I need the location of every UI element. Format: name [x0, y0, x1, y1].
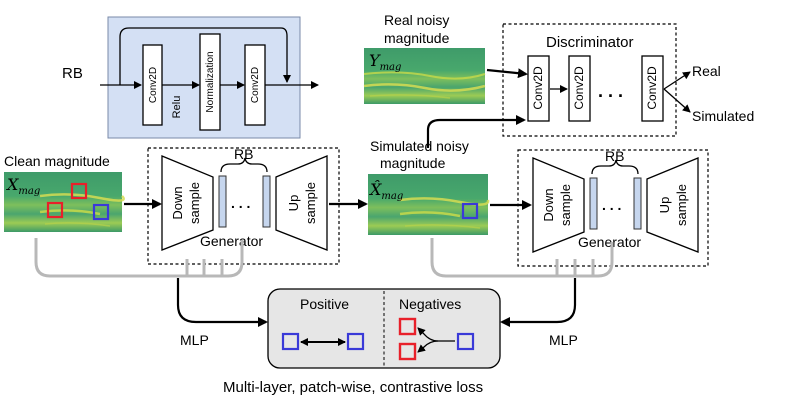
rb-conv2d-1-label: Conv2D	[148, 67, 159, 103]
disc-real-arrow	[663, 71, 691, 90]
generator-right-upsample	[646, 157, 699, 253]
discriminator-group: Discriminator Conv2D Conv2D . . . Conv2D…	[502, 23, 754, 137]
residual-block: RB Conv2D Relu Normalization Conv2D	[62, 16, 319, 139]
generator-right-downsample	[532, 157, 585, 253]
gen-left-up-line2: sample	[303, 182, 318, 224]
discriminator-frame	[502, 23, 677, 137]
negative-arrow-2	[417, 340, 439, 353]
generator-left-frame	[147, 147, 340, 265]
mlp-right-arrow	[500, 278, 577, 327]
rb-conv2d-2	[244, 44, 266, 126]
disc-simulated-arrow	[663, 88, 691, 113]
mlp-left-arrow	[176, 278, 268, 327]
generator-left-upsample	[275, 155, 328, 251]
disc-conv2d-2-label: Conv2D	[572, 66, 586, 110]
disc-conv2d-1	[527, 55, 550, 122]
positive-query-patch	[281, 332, 300, 351]
real-title-line2: magnitude	[384, 30, 450, 46]
discriminator-title: Discriminator	[546, 34, 634, 51]
sim-symbol: X̂mag	[368, 180, 403, 202]
clean-title: Clean magnitude	[4, 153, 110, 169]
loss-positive-label: Positive	[300, 296, 349, 312]
mlp-right-label: MLP	[549, 332, 578, 348]
clean-spectrogram	[4, 172, 125, 232]
gen-right-down-line2: sample	[558, 184, 573, 226]
generator-right-frame	[517, 149, 709, 267]
gen-right-title: Generator	[578, 234, 641, 250]
gen-left-up-line1: Up	[286, 195, 301, 212]
simulated-group: Simulated noisy magnitude X̂mag	[368, 115, 532, 235]
gen-right-rb-bar-1	[589, 177, 598, 230]
disc-output-real: Real	[692, 63, 721, 79]
real-title-line1: Real noisy	[384, 12, 449, 28]
negative-patch-1	[398, 317, 417, 336]
gen-left-title: Generator	[200, 233, 263, 249]
negative-patch-2	[398, 342, 417, 361]
positive-key-patch	[346, 332, 365, 351]
real-to-discriminator-arrow	[486, 68, 528, 79]
gen-left-rb-label: RB	[234, 146, 253, 162]
disc-conv2d-1-label: Conv2D	[531, 66, 545, 110]
real-noisy-group: Real noisy magnitude Ymag	[363, 12, 528, 104]
negative-query-patch	[456, 332, 475, 351]
loss-negatives-label: Negatives	[399, 296, 461, 312]
gen-right-rb-brace	[591, 159, 639, 175]
feature-taps-left	[34, 238, 244, 278]
generator-left: Down sample RB . . . Up sample Generator	[147, 146, 368, 265]
clean-red-patch-2	[46, 201, 64, 219]
gen-left-rb-bar-2	[262, 175, 271, 228]
loss-caption: Multi-layer, patch-wise, contrastive los…	[223, 379, 483, 396]
gen-right-rb-bar-2	[633, 177, 642, 230]
gen-left-rb-bar-1	[218, 175, 227, 228]
real-spectrogram	[363, 48, 486, 104]
real-symbol: Ymag	[369, 51, 401, 73]
gen-right-rb-label: RB	[605, 148, 624, 164]
sim-title-line1: Simulated noisy	[370, 138, 469, 154]
gen-left-rb-dots: . . .	[231, 195, 250, 211]
mlp-left-label: MLP	[180, 332, 209, 348]
gen-left-rb-brace	[220, 157, 268, 173]
gen-right-rb-dots: . . .	[602, 197, 621, 213]
clean-blue-patch	[92, 203, 110, 221]
contrastive-loss: MLP MLP Positive Negatives Multi-layer, …	[176, 278, 578, 396]
disc-conv2d-3-label: Conv2D	[645, 66, 659, 110]
gen-left-down-line2: sample	[187, 182, 202, 224]
feature-taps-right	[430, 238, 614, 278]
rb-normalization	[199, 33, 221, 131]
rb-skip-connection	[119, 27, 291, 85]
disc-conv2d-2	[568, 55, 591, 122]
clean-group: Clean magnitude Xmag	[4, 153, 162, 232]
disc-ellipsis: . . .	[598, 81, 623, 101]
rb-label: RB	[62, 65, 83, 82]
generator-left-downsample	[161, 155, 214, 251]
gen-right-up-line2: sample	[674, 184, 689, 226]
rb-relu-label: Relu	[171, 96, 183, 119]
simulated-to-discriminator-arrow	[426, 115, 526, 148]
sim-title-line2: magnitude	[380, 155, 446, 171]
loss-box	[267, 288, 501, 369]
rb-normalization-label: Normalization	[205, 51, 216, 112]
sim-blue-patch	[461, 202, 479, 220]
disc-output-simulated: Simulated	[692, 108, 754, 124]
rb-conv2d-2-label: Conv2D	[250, 67, 261, 103]
clean-symbol: Xmag	[5, 175, 40, 197]
generator-right: Down sample RB . . . Up sample Generator	[517, 148, 709, 267]
rb-conv2d-1	[142, 44, 163, 126]
gen-left-down-line1: Down	[170, 186, 185, 219]
gen-right-down-line1: Down	[541, 188, 556, 221]
disc-conv2d-3	[641, 55, 664, 122]
gen-right-up-line1: Up	[657, 197, 672, 214]
clean-red-patch-1	[70, 182, 88, 200]
